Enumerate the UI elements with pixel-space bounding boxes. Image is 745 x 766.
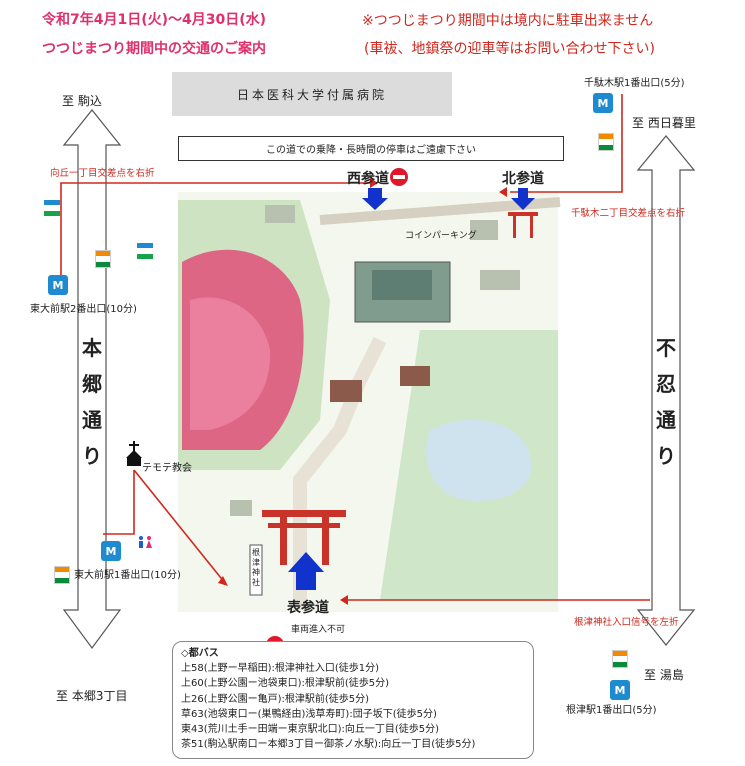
restroom-icon	[139, 536, 152, 548]
nezu-turn-note: 根津神社入口信号を左折	[574, 617, 679, 628]
parking-note: ※つつじまつり期間中は境内に駐車出来ません	[362, 13, 654, 29]
route-arrowhead	[370, 178, 378, 188]
to-nishinippori: 至 西日暮里	[632, 116, 696, 130]
bus-route: 上58(上野ー早稲田):根津神社入口(徒歩1分)	[181, 663, 380, 675]
bus-route: 東43(荒川土手ー田端ー東京駅北口):向丘一丁目(徒歩5分)	[181, 724, 440, 736]
bus-route: 上60(上野公園ー池袋東口):根津駅前(徒歩5分)	[181, 678, 390, 690]
seven-eleven-icon	[54, 566, 70, 584]
church-label: テモテ教会	[142, 463, 192, 474]
to-komagome: 至 駒込	[62, 94, 102, 108]
todaimae2-station: 東大前駅2番出口(10分)	[30, 304, 137, 315]
route-lines	[60, 94, 650, 601]
hongo-street-name: 本郷 通り	[82, 336, 102, 468]
todaimae1-station: 東大前駅1番出口(10分)	[74, 570, 181, 581]
route-arrowhead	[499, 187, 507, 197]
bus-route: 草63(池袋東口ー(巣鴨経由)浅草寿町):団子坂下(徒歩5分)	[181, 708, 437, 720]
family-mart-icon	[44, 200, 60, 216]
shrine-sign-label: 根津神社	[252, 548, 260, 587]
hongo-street-arrow	[62, 109, 122, 650]
shinobazu-street-name: 不忍 通り	[656, 336, 676, 468]
sendagi-station: 千駄木駅1番出口(5分)	[584, 78, 685, 89]
north-gate-arrow	[511, 188, 535, 210]
no-entry-icon	[390, 168, 408, 186]
metro-icon: M	[101, 541, 121, 561]
west-gate-arrow	[362, 188, 388, 210]
mukogaoka-turn-note: 向丘一丁目交差点を右折	[50, 168, 155, 179]
main-gate-arrow	[288, 552, 324, 590]
shrine-illustration	[178, 192, 561, 612]
event-subtitle: つつじまつり期間中の交通のご案内	[42, 41, 266, 57]
main-torii	[262, 510, 346, 565]
metro-icon: M	[610, 680, 630, 700]
shinobazu-street-arrow	[636, 135, 696, 646]
route-arrowhead	[340, 595, 348, 605]
hospital-label: 日本医科大学付属病院	[172, 72, 452, 116]
coin-parking-label: コインパーキング	[405, 231, 477, 241]
metro-icon: M	[593, 93, 613, 113]
to-hongo3: 至 本郷3丁目	[56, 689, 128, 703]
parking-note-detail: (車祓、地鎮祭の迎車等はお問い合わせ下さい)	[364, 41, 655, 57]
bus-route: 上26(上野公園ー亀戸):根津駅前(徒歩5分)	[181, 693, 370, 705]
event-dates: 令和7年4月1日(火)〜4月30日(水)	[42, 12, 267, 28]
main-gate-label: 表参道	[287, 600, 329, 616]
church-icon	[126, 441, 142, 466]
bus-route: 茶51(駒込駅南口ー本郷3丁目ー御茶ノ水駅):向丘一丁目(徒歩5分)	[181, 739, 476, 751]
north-gate-label: 北参道	[502, 171, 544, 187]
sendagi2-turn-note: 千駄木二丁目交差点を右折	[571, 208, 686, 219]
no-vehicles-label: 車両進入不可	[291, 625, 346, 635]
to-yushima: 至 湯島	[644, 668, 684, 682]
metro-icon: M	[48, 275, 68, 295]
seven-eleven-icon	[95, 250, 111, 268]
bus-title: ◇都バス	[181, 648, 219, 659]
seven-eleven-icon	[598, 133, 614, 151]
stop-notice: この道での乗降・長時間の停車はご遠慮下さい	[178, 136, 564, 161]
bus-info-panel: ◇都バス 上58(上野ー早稲田):根津神社入口(徒歩1分) 上60(上野公園ー池…	[172, 641, 534, 759]
west-gate-label: 西参道	[347, 171, 389, 187]
nezu-station: 根津駅1番出口(5分)	[566, 705, 657, 716]
seven-eleven-icon	[612, 650, 628, 668]
route-arrowhead	[218, 576, 228, 586]
family-mart-icon	[137, 243, 153, 259]
pond	[426, 419, 532, 501]
north-torii	[508, 212, 538, 238]
